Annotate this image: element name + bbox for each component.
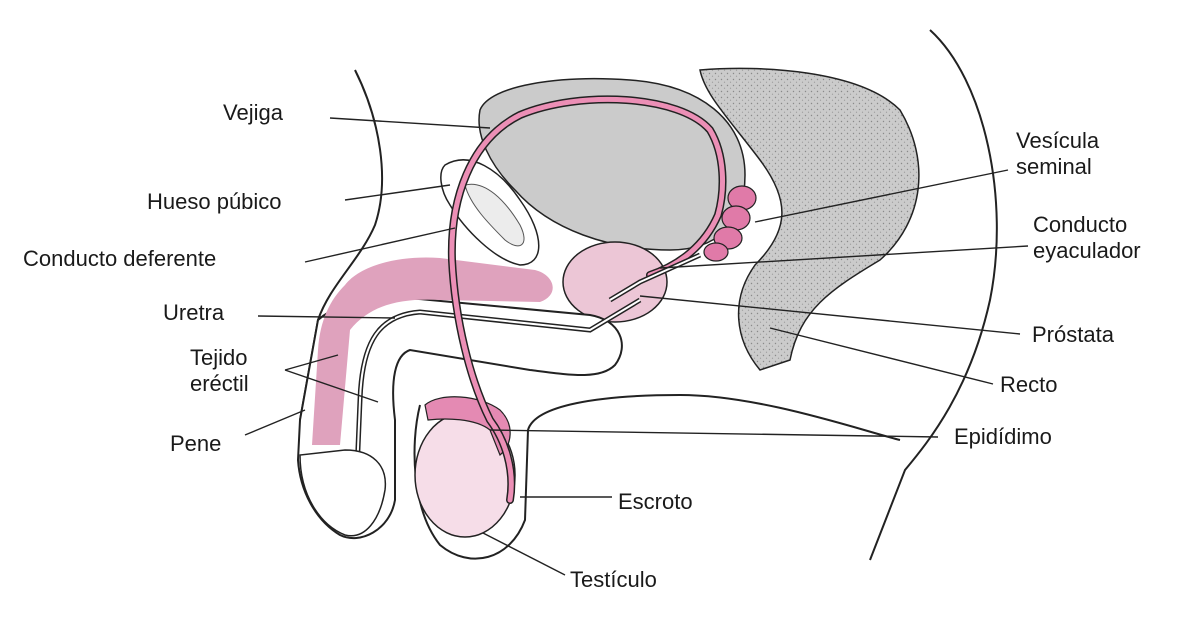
label-tejido-erectil: Tejido eréctil — [190, 345, 249, 397]
leader-hueso-pubico — [344, 184, 451, 201]
label-uretra: Uretra — [163, 300, 225, 325]
leader-vejiga — [329, 117, 491, 129]
scrotum — [413, 393, 901, 560]
label-escroto: Escroto — [618, 489, 693, 514]
leader-recto — [769, 327, 994, 385]
label-pene: Pene — [170, 431, 222, 456]
leader-uretra — [257, 315, 396, 319]
abdominal-wall-outline — [299, 69, 384, 421]
vas-deferens-fill — [449, 96, 726, 503]
ejaculatory-duct-lumen — [609, 254, 701, 301]
rectum — [699, 67, 920, 371]
leader-testiculo — [482, 532, 566, 576]
label-conducto-deferente: Conducto deferente — [23, 246, 217, 271]
label-conducto-eyaculador: Conducto eyaculador — [1033, 212, 1141, 264]
prostate — [562, 241, 668, 323]
label-tejido-erectil-line2: eréctil — [190, 371, 249, 396]
leader-conducto-eyaculador — [659, 245, 1029, 269]
label-conducto-eyaculador-line1: Conducto — [1033, 212, 1128, 237]
leader-conducto-deferente — [304, 227, 456, 263]
seminal-vesicle — [703, 185, 757, 262]
pubic-bone-cavity — [464, 183, 525, 247]
leader-vesicula-seminal — [754, 169, 1009, 223]
label-vesicula-seminal-line1: Vesícula — [1016, 128, 1100, 153]
label-vesicula-seminal: Vesícula seminal — [1016, 128, 1099, 180]
label-testiculo: Testículo — [570, 567, 657, 592]
leader-tejido-erectil-b — [284, 369, 379, 403]
erectile-tissue — [312, 257, 553, 445]
leader-prostata — [639, 295, 1021, 335]
leader-epididimo — [489, 429, 939, 438]
label-tejido-erectil-line1: Tejido — [190, 345, 248, 370]
leader-pene — [244, 409, 306, 436]
leader-tejido-erectil-a — [284, 354, 339, 371]
leader-lines — [244, 117, 1029, 576]
label-hueso-pubico: Hueso púbico — [147, 189, 282, 214]
glans — [299, 449, 387, 537]
label-epididimo: Epidídimo — [954, 424, 1052, 449]
label-conducto-eyaculador-line2: eyaculador — [1033, 238, 1141, 263]
urethra-lumen — [354, 299, 641, 521]
label-prostata: Próstata — [1032, 322, 1114, 347]
label-vesicula-seminal-line2: seminal — [1016, 154, 1092, 179]
label-recto: Recto — [1000, 372, 1058, 397]
label-vejiga: Vejiga — [223, 100, 283, 125]
